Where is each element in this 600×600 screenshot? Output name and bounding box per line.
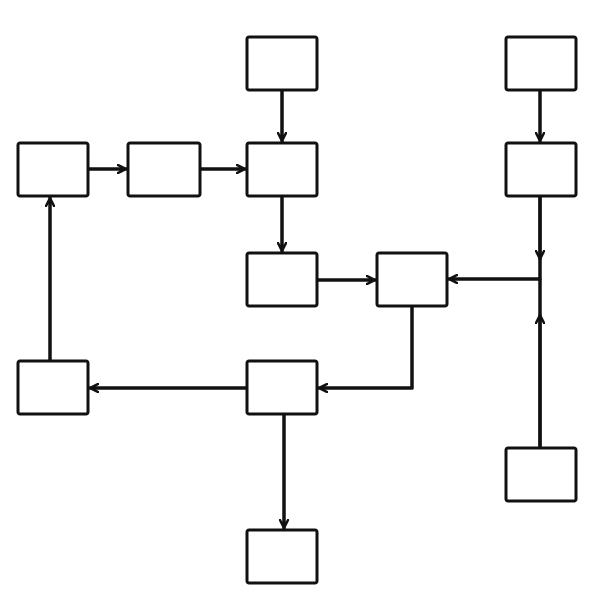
node-rect-n7: [375, 251, 449, 308]
node-rect-n4: [126, 141, 202, 198]
node-box-n3: [245, 35, 319, 92]
node-box-n5: [245, 141, 319, 198]
node-rect-n9: [504, 141, 578, 198]
node-box-n11: [504, 446, 578, 503]
node-box-n9: [504, 141, 578, 198]
node-rect-n2: [504, 35, 578, 92]
node-rect-n10: [16, 359, 90, 416]
node-rect-n8: [245, 359, 319, 416]
node-rect-n11: [504, 446, 578, 503]
node-rect-n6: [245, 251, 319, 308]
node-box-n8: [245, 359, 319, 416]
node-box-n7: [375, 251, 449, 308]
node-box-n2: [504, 35, 578, 92]
node-rect-n12: [245, 528, 319, 585]
nodes-layer: [16, 35, 578, 585]
node-box-n12: [245, 528, 319, 585]
node-box-n6: [245, 251, 319, 308]
edges-layer: [50, 88, 540, 530]
edge-n8-to-n11: [317, 304, 414, 388]
node-box-n1: [16, 141, 90, 198]
node-box-n10: [16, 359, 90, 416]
node-rect-n3: [245, 35, 319, 92]
node-box-n4: [126, 141, 202, 198]
node-rect-n5: [245, 141, 319, 198]
node-rect-n1: [16, 141, 90, 198]
